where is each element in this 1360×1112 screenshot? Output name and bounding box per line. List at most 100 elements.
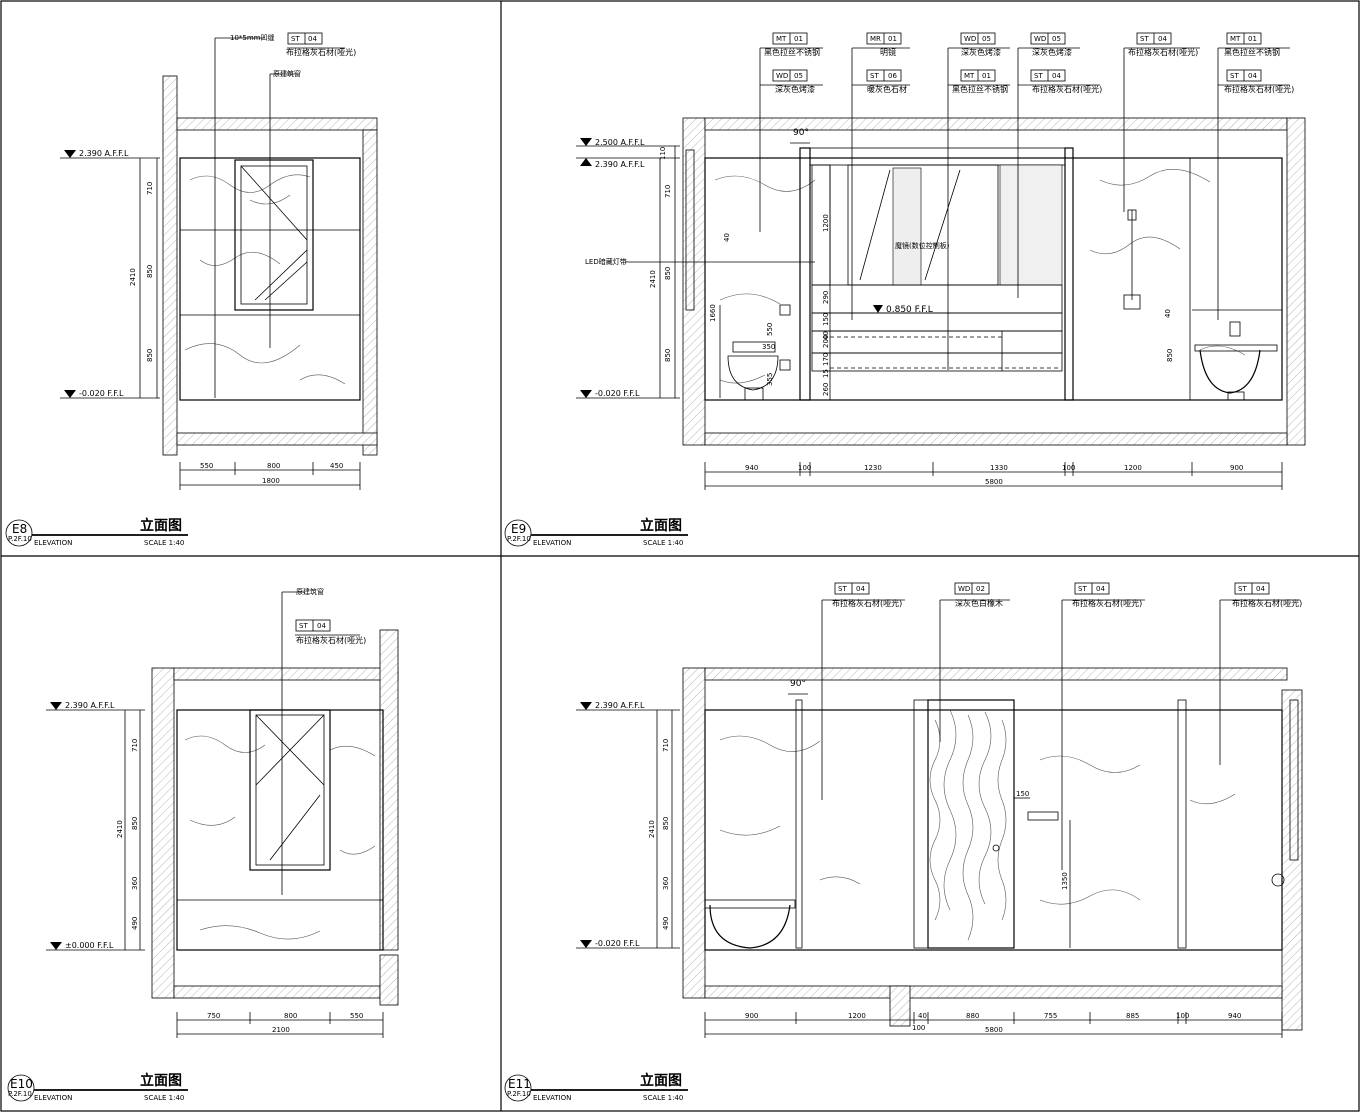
hdim: 100 — [798, 464, 811, 472]
tag-num: 04 — [308, 35, 317, 43]
vdim: 850 — [664, 349, 672, 362]
panel-id: E11 — [508, 1077, 531, 1091]
vdim: 710 — [146, 182, 154, 195]
vdim: 360 — [662, 877, 670, 890]
vdim: 170 — [822, 353, 830, 366]
hdim: 100 — [1176, 1012, 1189, 1020]
tag-desc: 布拉格灰石材(哑光) — [1128, 47, 1198, 57]
hdim: 450 — [330, 462, 343, 470]
tag-desc: 布拉格灰石材(哑光) — [1232, 598, 1302, 608]
panel-id: E10 — [10, 1077, 33, 1091]
vdim: 850 — [664, 267, 672, 280]
hdim-total: 5800 — [985, 478, 1003, 486]
tag-code: ST — [1140, 35, 1149, 43]
hdim: 900 — [745, 1012, 758, 1020]
vdim-total: 2410 — [649, 270, 657, 288]
vdim-total: 2410 — [116, 820, 124, 838]
tag-desc: 深灰色白橡木 — [955, 598, 1003, 608]
floor-slab — [704, 985, 1283, 999]
ceiling-slab — [173, 667, 399, 681]
tag-code: MR — [870, 35, 881, 43]
tag-desc: 深灰色烤漆 — [775, 84, 815, 94]
tag-desc: 黑色拉丝不锈钢 — [764, 47, 820, 57]
panel-scale: SCALE 1:40 — [643, 1094, 683, 1102]
tag-desc: 布拉格灰石材(哑光) — [296, 635, 366, 645]
vdim: 1350 — [1061, 872, 1069, 890]
hdim: 885 — [1126, 1012, 1139, 1020]
level-floor: -0.020 F.F.L — [595, 939, 640, 948]
level-floor: -0.020 F.F.L — [79, 389, 124, 398]
panel-scale: SCALE 1:40 — [643, 539, 683, 547]
vdim: 850 — [131, 817, 139, 830]
vdim: 710 — [664, 185, 672, 198]
tag-code: ST — [838, 585, 847, 593]
toilet — [732, 341, 776, 353]
dim: 350 — [762, 343, 775, 351]
vdim: 490 — [131, 917, 139, 930]
vdim: 290 — [822, 291, 830, 304]
vdim: 360 — [131, 877, 139, 890]
tag-desc: 明镜 — [880, 47, 896, 57]
tag-num: 04 — [1256, 585, 1265, 593]
panel-ref: P.2F.10 — [507, 535, 531, 543]
panel-subtitle: ELEVATION — [34, 1094, 72, 1102]
elevation-e8: 10*5mm凹缝 原建筑窗 ST 04 布拉格灰石材(哑光) 2.390 A.F… — [5, 32, 378, 547]
wall-left — [162, 75, 178, 456]
panel-subtitle: ELEVATION — [34, 539, 72, 547]
vdim: 850 — [146, 265, 154, 278]
stone-wall-face — [176, 709, 384, 951]
wall-left — [151, 667, 175, 999]
tag-code: MT — [776, 35, 787, 43]
window-frame — [234, 159, 314, 311]
panel-ref: P.2F.10 — [8, 535, 32, 543]
panel-title: 立面图 — [640, 517, 682, 534]
tag-code: WD — [1034, 35, 1046, 43]
tag-desc: 布拉格灰石材(哑光) — [1224, 84, 1294, 94]
tag-code: ST — [299, 622, 308, 630]
tag-num: 05 — [1052, 35, 1061, 43]
vdim: 40 — [822, 331, 830, 340]
elevation-e11: 90° ST 04 布拉格灰石材(哑光) WD 02 深灰色白橡木 ST 04 … — [504, 582, 1303, 1102]
level-finish: 2.390 A.F.F.L — [595, 160, 645, 169]
tag-num: 05 — [794, 72, 803, 80]
tag-desc: 布拉格灰石材(哑光) — [832, 598, 902, 608]
tag-num: 01 — [888, 35, 897, 43]
panel-id: E9 — [511, 522, 526, 536]
vdim: 850 — [662, 817, 670, 830]
hdim: 800 — [284, 1012, 297, 1020]
mirror — [847, 164, 999, 286]
tag-code: WD — [776, 72, 788, 80]
shower-mixer — [1123, 294, 1141, 310]
hdim-total: 2100 — [272, 1026, 290, 1034]
ceiling-slab — [704, 667, 1288, 681]
tag-code: ST — [1034, 72, 1043, 80]
vdim: 40 — [723, 233, 731, 242]
tag-num: 01 — [982, 72, 991, 80]
tag-desc: 黑色拉丝不锈钢 — [952, 84, 1008, 94]
floor-slab — [173, 985, 381, 999]
groove-note: 10*5mm凹缝 — [230, 33, 275, 42]
vanity-counter — [811, 284, 1063, 314]
hdim-total: 1800 — [262, 477, 280, 485]
panel-ref: P.2F.10 — [507, 1090, 531, 1098]
vdim: 150 — [822, 313, 830, 326]
hdim: 550 — [200, 462, 213, 470]
tag-num: 04 — [1158, 35, 1167, 43]
vdim: 15 — [822, 369, 830, 378]
tag-desc: 深灰色烤漆 — [1032, 47, 1072, 57]
vdim: 850 — [1166, 349, 1174, 362]
vdim: 355 — [766, 373, 774, 386]
vdim: 200 — [822, 335, 830, 348]
hdim: 800 — [267, 462, 280, 470]
tag-code: ST — [870, 72, 879, 80]
vdim: 490 — [662, 917, 670, 930]
vdim: 710 — [131, 739, 139, 752]
hdim: 940 — [1228, 1012, 1241, 1020]
floor-slab — [704, 432, 1288, 446]
panel-title: 立面图 — [640, 1072, 682, 1089]
wall-left — [682, 667, 706, 999]
level-ceiling: 2.390 A.F.F.L — [65, 701, 115, 710]
vdim: 550 — [766, 323, 774, 336]
tag-num: 04 — [1248, 72, 1257, 80]
